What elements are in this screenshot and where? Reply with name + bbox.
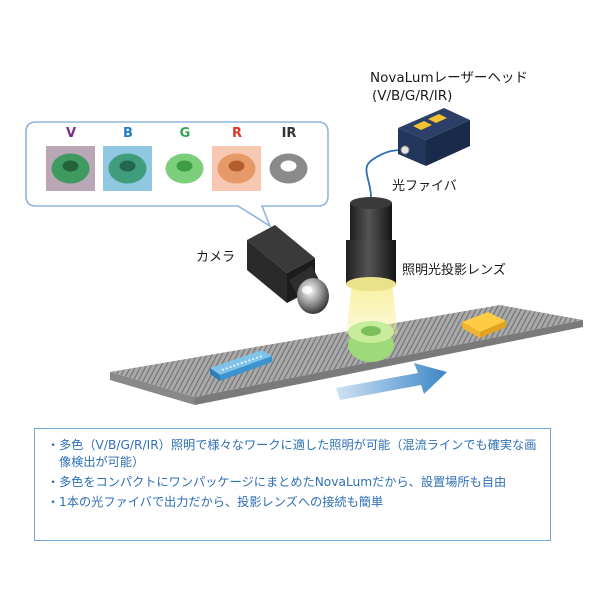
swatch-label-r: R (231, 126, 242, 141)
fiber-label: 光ファイバ (392, 179, 457, 194)
swatch-label-v: V (65, 126, 77, 141)
lens-label: 照明光投影レンズ (402, 263, 506, 278)
note-text: 1本の光ファイバで出力だから、投影レンズへの接続も簡単 (59, 495, 384, 509)
swatch-v (46, 146, 95, 191)
workpiece-green (348, 321, 394, 362)
projection-lens (346, 197, 396, 291)
note-bullet: ・ (47, 475, 60, 489)
workpiece-blue (210, 350, 272, 381)
light-beam (346, 284, 398, 334)
swatch-b (103, 146, 152, 191)
camera-label: カメラ (196, 250, 236, 265)
note-text: 多色（V/B/G/R/IR）照明で様々なワークに適した照明が可能（混流ラインでも… (59, 438, 537, 469)
feature-notes: ・ 多色（V/B/G/R/IR）照明で様々なワークに適した照明が可能（混流ライン… (34, 428, 551, 541)
note-item: ・ 1本の光ファイバで出力だから、投影レンズへの接続も簡単 (47, 494, 540, 511)
note-bullet: ・ (47, 438, 60, 452)
laser-head-label: NovaLumレーザーヘッド (370, 70, 528, 86)
optical-fiber (365, 149, 405, 198)
swatch-label-ir: IR (281, 126, 297, 141)
camera (247, 225, 329, 314)
note-text: 多色をコンパクトにワンパッケージにまとめたNovaLumだから、設置場所も自由 (59, 475, 507, 489)
swatch-label-g: G (179, 126, 191, 141)
swatch-ir (264, 146, 313, 191)
laser-head (398, 108, 470, 166)
swatch-r (212, 146, 261, 191)
conveyor-direction-arrow (336, 363, 447, 400)
swatch-g (160, 146, 209, 191)
note-item: ・ 多色（V/B/G/R/IR）照明で様々なワークに適した照明が可能（混流ライン… (47, 437, 540, 471)
note-bullet: ・ (47, 495, 60, 509)
note-item: ・ 多色をコンパクトにワンパッケージにまとめたNovaLumだから、設置場所も自… (47, 474, 540, 491)
workpiece-yellow (462, 312, 506, 338)
laser-head-colors-label: (V/B/G/R/IR) (372, 88, 453, 104)
swatch-label-b: B (123, 126, 133, 141)
